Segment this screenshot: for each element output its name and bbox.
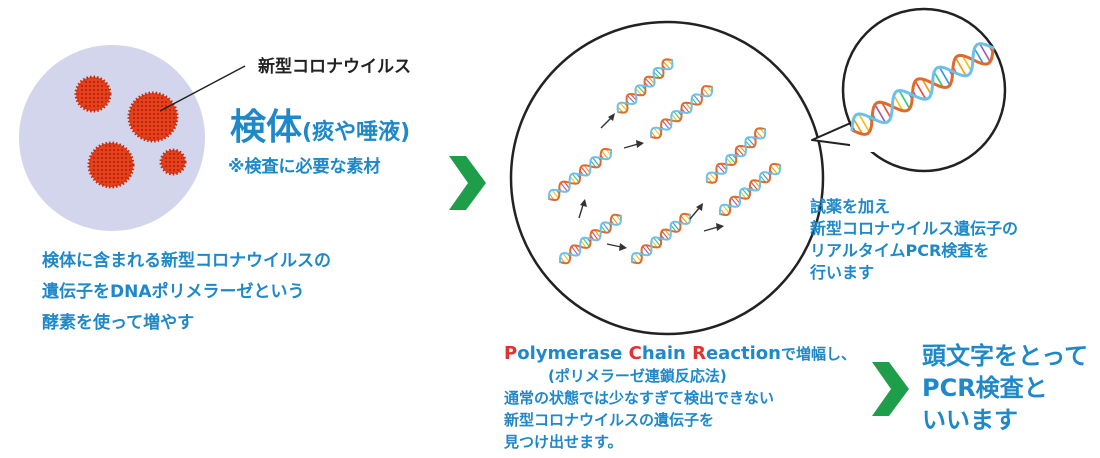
pcr-initial-r: R	[692, 343, 706, 364]
dna-helix	[850, 42, 995, 136]
virus-icon	[159, 148, 187, 176]
amplification-arrows	[578, 113, 724, 251]
conclusion-line: PCR検査と	[922, 374, 1048, 402]
pcr-japanese-name-row: (ポリメラーゼ連鎖反応法)	[504, 365, 856, 387]
left-description-line: 酵素を使って増やす	[42, 313, 195, 333]
right-description-line: 行います	[810, 263, 875, 282]
dna-helix	[630, 212, 692, 265]
dna-helix	[718, 163, 782, 216]
dna-helix	[548, 148, 612, 201]
conclusion-line: いいます	[922, 406, 1018, 434]
dna-helix	[559, 213, 622, 265]
virus-icon	[127, 91, 179, 143]
right-description-line: 新型コロナウイルス遺伝子の	[810, 219, 1019, 238]
pcr-line: 新型コロナウイルスの遺伝子を	[504, 411, 715, 429]
left-description-line: 検体に含まれる新型コロナウイルスの	[42, 251, 331, 271]
pcr-word-rest: olymerase	[517, 343, 629, 364]
pcr-word-rest: hain	[641, 343, 693, 364]
zoom-circle	[841, 7, 1007, 173]
virus-icon	[87, 141, 135, 189]
pcr-initial-c: C	[628, 343, 642, 364]
right-description: 試薬を加え 新型コロナウイルス遺伝子の リアルタイムPCR検査を 行います	[810, 196, 1018, 284]
virus-icon	[74, 75, 112, 113]
conclusion: 頭文字をとって PCR検査と いいます	[922, 340, 1088, 436]
pcr-initial-p: P	[504, 343, 518, 364]
specimen-subtitle: (痰や唾液)	[302, 120, 411, 145]
dna-helix	[649, 85, 714, 139]
specimen-circle	[19, 45, 205, 231]
pcr-word-rest: eaction	[705, 343, 781, 364]
conclusion-line: 頭文字をとって	[922, 342, 1089, 370]
dna-helix	[616, 58, 674, 114]
callout-joint-mask	[850, 130, 878, 152]
dna-strands	[548, 42, 995, 265]
pcr-line: 見つけ出せます。	[504, 433, 623, 451]
right-description-line: 試薬を加え	[810, 197, 891, 216]
pcr-explanation: Polymerase Chain Reactionで増幅し、 (ポリメラーゼ連鎖…	[504, 343, 856, 453]
right-description-line: リアルタイムPCR検査を	[810, 241, 990, 260]
dna-helix	[705, 127, 767, 184]
pcr-line: 通常の状態では少なすぎて検出できない	[504, 389, 775, 407]
pcr-suffix: で増幅し、	[780, 345, 856, 363]
pcr-japanese-name: (ポリメラーゼ連鎖反応法)	[548, 367, 727, 385]
amplification-circle	[509, 20, 825, 336]
specimen-note: ※検査に必要な素材	[228, 157, 381, 177]
green-arrow-icon	[449, 156, 486, 210]
left-description-line: 遺伝子をDNAポリメラーゼという	[42, 282, 305, 302]
specimen-title-main: 検体	[230, 107, 303, 148]
virus-label: 新型コロナウイルス	[258, 57, 411, 77]
green-arrow-icon	[872, 362, 909, 416]
pcr-full-name: Polymerase Chain Reactionで増幅し、	[504, 343, 856, 365]
specimen-title: 検体(痰や唾液)	[230, 108, 410, 153]
left-description: 検体に含まれる新型コロナウイルスの 遺伝子をDNAポリメラーゼという 酵素を使っ…	[42, 246, 331, 339]
virus-leader-line	[159, 65, 246, 112]
